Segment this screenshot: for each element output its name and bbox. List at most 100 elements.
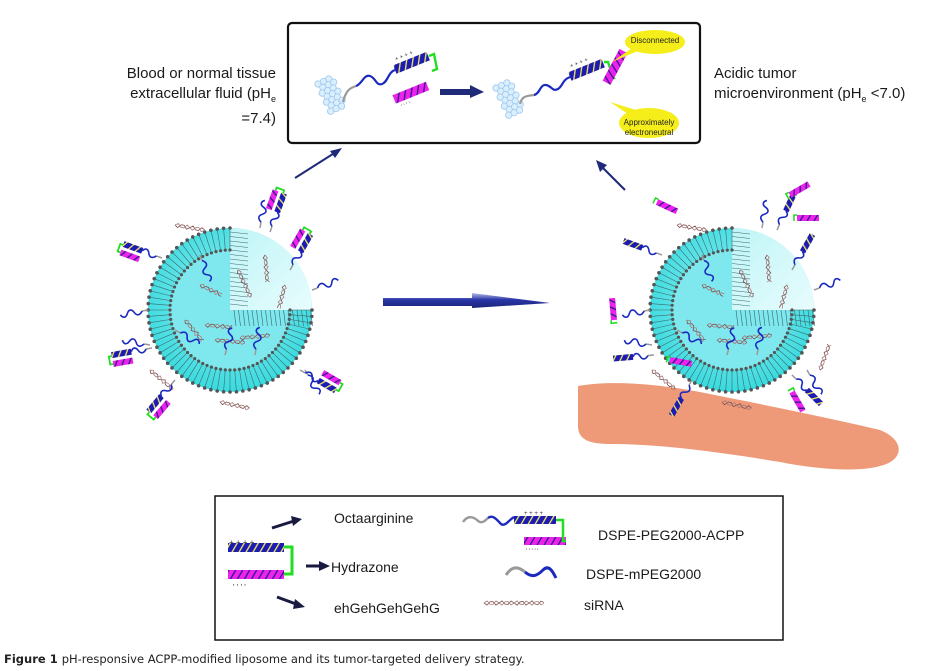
released-ehg-peptide (609, 297, 618, 325)
svg-text:' ' ' ': ' ' ' ' (233, 583, 246, 592)
sirna-strand (204, 322, 233, 330)
sirna-strand (277, 284, 287, 309)
peg-chain (199, 254, 213, 282)
peg-chain (253, 326, 262, 356)
caption-label: Figure 1 (4, 652, 58, 666)
legend-acpp-icon: + + + + ' ' ' ' ' (462, 511, 566, 555)
legend-label-acpp: DSPE-PEG2000-ACPP (598, 527, 745, 543)
released-ehg-peptide (787, 386, 806, 413)
callout-disconnected-text: Disconnected (630, 36, 680, 45)
sirna-strand (779, 284, 789, 309)
legend-label-ehg: ehGehGehGehG (334, 600, 440, 616)
legend-border (214, 495, 784, 641)
octaarginine-block (568, 58, 605, 81)
peg-chain (621, 309, 651, 319)
acpp-peptide (107, 347, 153, 367)
released-ehg-peptide (784, 181, 811, 200)
acpp-peptide-cleaved (622, 238, 663, 256)
sirna-strand (764, 254, 772, 283)
lipid-bilayer (146, 226, 314, 394)
sirna-strand (721, 400, 752, 411)
legend-panel: + + + + ' ' ' ' + + + + ' ' ' ' ' (214, 495, 784, 641)
sirna-strand (149, 369, 174, 390)
condition-tumor-line1: Acidic tumor (714, 65, 797, 82)
peg-chain (119, 309, 149, 319)
peg-chain (760, 199, 769, 229)
peg-chain (355, 68, 396, 88)
legend-acpp-glyph: + + + + ' ' ' ' (228, 538, 294, 592)
peg-chain (755, 326, 764, 356)
sirna-strand (174, 222, 205, 233)
callout-electroneutral (610, 102, 679, 138)
sirna-strand (236, 269, 252, 298)
peg-chain (533, 75, 571, 97)
legend-label-mpeg: DSPE-mPEG2000 (586, 566, 702, 582)
condition-tumor-label: Acidic tumor microenvironment (pHe <7.0) (714, 64, 927, 109)
hydrazone-broken-top (604, 60, 612, 69)
ph-value: <7.0) (866, 85, 906, 102)
acpp-peptide-cleaved (612, 352, 655, 362)
legend-label-octaarginine: Octaarginine (334, 510, 414, 526)
peg-chain (813, 277, 841, 291)
inset-attached-acpp: + + + + ' ' ' ' (314, 50, 439, 115)
legend-sirna-strand (483, 600, 545, 606)
liposome-tumor (609, 181, 841, 418)
acpp-peptide (299, 369, 344, 394)
callout-electroneutral-text: Approximately electroneutral (614, 118, 684, 138)
peg-chain (623, 338, 653, 347)
sirna-strand (741, 333, 773, 341)
sirna-strand (818, 343, 832, 371)
arrow-left-to-inset (294, 148, 342, 179)
dspe-linker (518, 93, 535, 105)
legend-arrow-hydra (306, 561, 330, 571)
peg-chain (701, 254, 715, 282)
legend-sirna-icon (483, 600, 545, 606)
callout-line1: Approximately (623, 118, 675, 127)
peg-chain (223, 327, 234, 356)
sirna-strand (199, 283, 223, 297)
ph-subscript: e (270, 94, 276, 104)
main-transition-arrow (383, 293, 550, 308)
peg-chain (121, 338, 151, 347)
inset-border (286, 21, 702, 145)
liposome-blood (107, 186, 344, 421)
sirna-strand (706, 322, 735, 330)
dspe-anchor-icon (314, 75, 346, 115)
condition-tumor-line2: microenvironment (pHe <7.0) (714, 84, 927, 109)
octaarginine-block (393, 51, 430, 74)
acpp-peptide (146, 379, 176, 421)
ph-prefix: extracellular fluid (pH (130, 85, 271, 102)
peg-chain (311, 277, 339, 291)
condition-blood-label: Blood or normal tissue extracellular flu… (100, 64, 276, 129)
ph-prefix: microenvironment (pH (714, 85, 862, 102)
peg-chain (806, 369, 823, 395)
acpp-peptide-cleaved (791, 232, 816, 271)
legend-arrow-ehg (276, 595, 305, 609)
legend-mpeg-icon (504, 566, 558, 579)
svg-text:+ + + +: + + + + (524, 511, 544, 517)
peg-chain (725, 327, 736, 356)
callout-disconnected (612, 30, 685, 62)
acpp-peptide-cleaved (776, 191, 798, 231)
arrow-right-to-inset (596, 160, 626, 191)
caption-text: pH-responsive ACPP-modified liposome and… (61, 652, 525, 666)
cutaway-wedge (230, 228, 312, 310)
dspe-anchor-icon (492, 79, 524, 119)
sirna-strand (184, 319, 204, 343)
peg-chain (676, 329, 703, 345)
cutaway-wedge (732, 228, 814, 310)
legend-arrow-octa (271, 516, 302, 530)
ehg-block (392, 81, 430, 104)
lipid-bilayer (648, 226, 816, 394)
sirna-strand (738, 269, 754, 298)
released-ehg-peptide (652, 196, 679, 215)
svg-text:' ' ' ' ': ' ' ' ' ' (526, 549, 538, 555)
tumor-cell (578, 383, 899, 470)
sirna-strand (262, 254, 270, 283)
acpp-peptide (265, 186, 287, 233)
inset-arrow-icon (440, 85, 484, 98)
released-ehg-peptide (793, 214, 819, 221)
svg-text:' ' ' ': ' ' ' ' (401, 101, 412, 110)
svg-text:+ + + +: + + + + (229, 538, 255, 547)
